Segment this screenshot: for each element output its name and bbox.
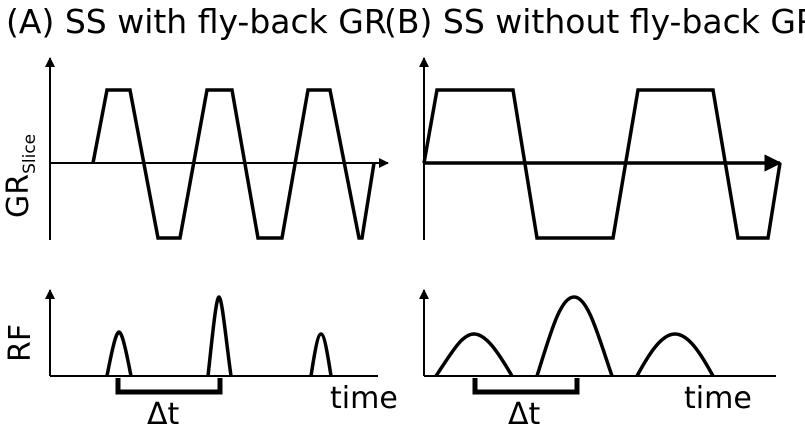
panel-a-delta-t-bracket <box>115 378 223 395</box>
panel-b-rf-pulse-1 <box>434 332 514 377</box>
panel-a-rf-pulse-3 <box>309 332 333 377</box>
panel-a-title: (A) SS with fly-back GR <box>6 2 387 41</box>
panel-b-rf-pulse-2 <box>535 295 614 377</box>
panel-a-delta-t-label: Δt <box>147 397 180 432</box>
panel-b-rf-pulse-3 <box>635 332 715 377</box>
panel-a-rf-pulse-1 <box>105 330 133 377</box>
panel-b-title: (B) SS without fly-back GR <box>384 2 805 41</box>
panel-a-rf-pulse-2 <box>206 295 233 377</box>
panel-b-gr-waveform <box>422 88 782 240</box>
panel-b-delta-t-label: Δt <box>508 397 541 432</box>
panel-b-time-label: time <box>684 381 752 416</box>
panel-a-gr-waveform <box>91 88 376 240</box>
panel-b-delta-t-bracket <box>472 378 580 395</box>
panel-a-time-label: time <box>330 381 398 416</box>
